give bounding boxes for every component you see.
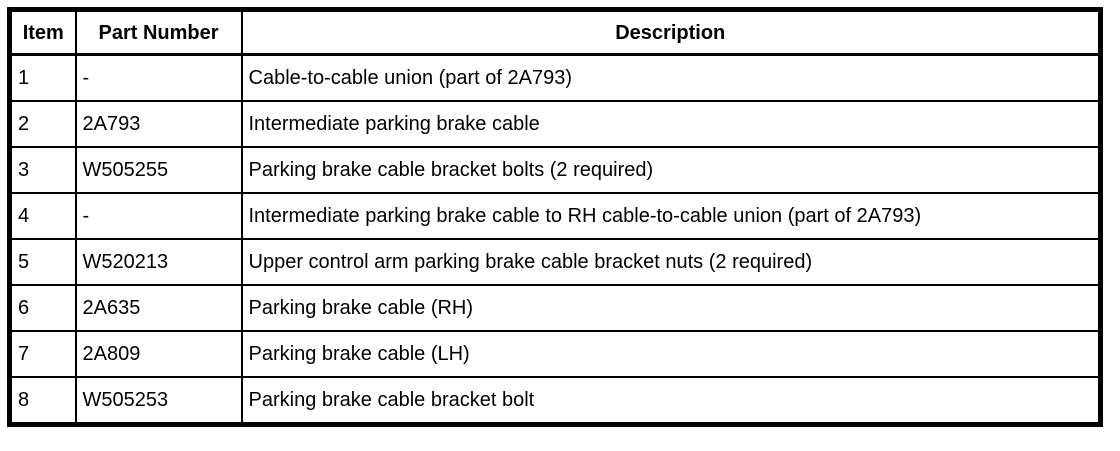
part-number-cell: - (74, 53, 243, 102)
column-header-part-number: Part Number (74, 8, 243, 56)
item-cell: 2 (8, 100, 77, 148)
description-cell: Upper control arm parking brake cable br… (240, 238, 1102, 286)
description-cell: Intermediate parking brake cable (240, 100, 1102, 148)
table-row: 6 2A635 Parking brake cable (RH) (8, 284, 1102, 332)
table-row: 5 W520213 Upper control arm parking brak… (8, 238, 1102, 286)
item-cell: 6 (8, 284, 77, 332)
description-cell: Parking brake cable (LH) (240, 330, 1102, 378)
part-number-cell: W505253 (74, 376, 243, 426)
description-cell: Intermediate parking brake cable to RH c… (240, 192, 1102, 240)
table-row: 3 W505255 Parking brake cable bracket bo… (8, 146, 1102, 194)
part-number-cell: 2A793 (74, 100, 243, 148)
item-cell: 3 (8, 146, 77, 194)
description-cell: Parking brake cable (RH) (240, 284, 1102, 332)
description-cell: Parking brake cable bracket bolt (240, 376, 1102, 426)
table-row: 7 2A809 Parking brake cable (LH) (8, 330, 1102, 378)
column-header-item: Item (8, 8, 77, 56)
item-cell: 7 (8, 330, 77, 378)
item-cell: 4 (8, 192, 77, 240)
table-row: 4 - Intermediate parking brake cable to … (8, 192, 1102, 240)
description-cell: Parking brake cable bracket bolts (2 req… (240, 146, 1102, 194)
part-number-cell: - (74, 192, 243, 240)
item-cell: 8 (8, 376, 77, 426)
header-row: Item Part Number Description (8, 8, 1102, 56)
item-cell: 1 (8, 53, 77, 102)
part-number-cell: 2A635 (74, 284, 243, 332)
part-number-cell: W520213 (74, 238, 243, 286)
part-number-cell: 2A809 (74, 330, 243, 378)
table-row: 1 - Cable-to-cable union (part of 2A793) (8, 53, 1102, 102)
part-number-cell: W505255 (74, 146, 243, 194)
column-header-description: Description (240, 8, 1102, 56)
description-cell: Cable-to-cable union (part of 2A793) (240, 53, 1102, 102)
parts-table: Item Part Number Description 1 - Cable-t… (7, 7, 1103, 427)
table-row: 8 W505253 Parking brake cable bracket bo… (8, 376, 1102, 426)
table-row: 2 2A793 Intermediate parking brake cable (8, 100, 1102, 148)
parts-table-body: 1 - Cable-to-cable union (part of 2A793)… (8, 53, 1102, 426)
item-cell: 5 (8, 238, 77, 286)
parts-table-header: Item Part Number Description (8, 8, 1102, 56)
